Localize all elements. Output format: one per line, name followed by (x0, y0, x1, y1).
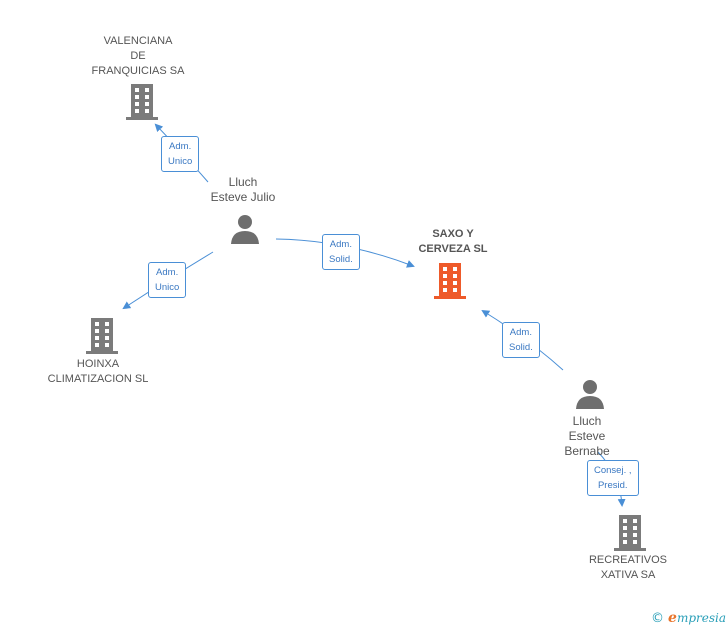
building-icon[interactable] (126, 84, 158, 120)
edge-label-julio-saxo[interactable]: Adm. Solid. (322, 234, 360, 270)
node-label-bernabe: Lluch Esteve Bernabe (564, 414, 610, 458)
node-label-recreativos: RECREATIVOS XATIVA SA (588, 554, 668, 581)
node-label-saxo: SAXO Y CERVEZA SL (418, 228, 488, 255)
empresia-logo[interactable]: ©empresia (651, 610, 726, 626)
building-icon[interactable] (614, 515, 646, 551)
node-label-julio: Lluch Esteve Julio (210, 175, 276, 204)
edge-label-bernabe-saxo[interactable]: Adm. Solid. (502, 322, 540, 358)
node-label-hoinxa: HOINXA CLIMATIZACION SL (47, 358, 149, 385)
edge-label-bernabe-recreativos[interactable]: Consej. , Presid. (587, 460, 639, 496)
person-icon[interactable] (230, 214, 260, 244)
copyright-icon: © (651, 611, 665, 626)
building-icon[interactable] (86, 318, 118, 354)
node-label-valenciana: VALENCIANA DE FRANQUICIAS SA (91, 35, 185, 77)
building-icon[interactable] (434, 263, 466, 299)
edge-label-julio-hoinxa[interactable]: Adm. Unico (148, 262, 187, 298)
edge-label-julio-valenciana[interactable]: Adm. Unico (161, 136, 200, 172)
person-icon[interactable] (575, 379, 605, 409)
